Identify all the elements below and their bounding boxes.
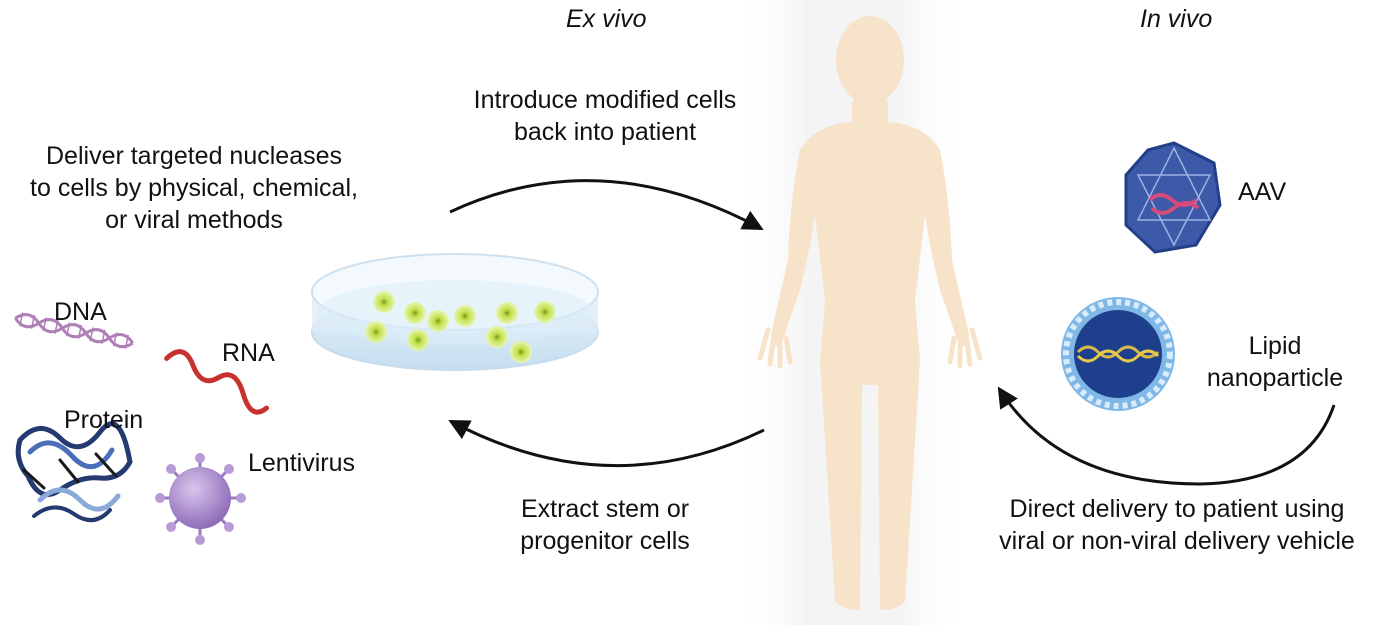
label-rna: RNA [222, 339, 275, 367]
rna-strand-icon [164, 349, 270, 415]
heading-ex-vivo: Ex vivo [566, 5, 647, 33]
arrow-direct [997, 386, 1336, 486]
cell-cluster [365, 291, 556, 363]
human-body-icon [757, 16, 983, 610]
caption-deliver: Deliver targeted nucleases to cells by p… [30, 142, 358, 234]
caption-introduce: Introduce modified cells back into patie… [473, 86, 737, 146]
label-lentivirus: Lentivirus [248, 449, 355, 477]
lipid-nanoparticle-icon [1061, 297, 1175, 411]
dna-helix-icon [14, 312, 134, 349]
label-protein: Protein [64, 406, 144, 434]
caption-extract: Extract stem or progenitor cells [520, 495, 690, 555]
label-dna: DNA [54, 298, 107, 326]
arrow-introduce [449, 179, 764, 230]
caption-direct: Direct delivery to patient using viral o… [999, 495, 1355, 555]
heading-in-vivo: In vivo [1140, 5, 1213, 33]
arrow-extract [448, 420, 765, 468]
label-lipid-nanoparticle: Lipid nanoparticle [1206, 332, 1344, 392]
protein-structure-icon [15, 421, 133, 522]
lentivirus-icon [155, 453, 246, 545]
label-aav: AAV [1238, 178, 1287, 206]
aav-capsid-icon [1124, 141, 1222, 254]
